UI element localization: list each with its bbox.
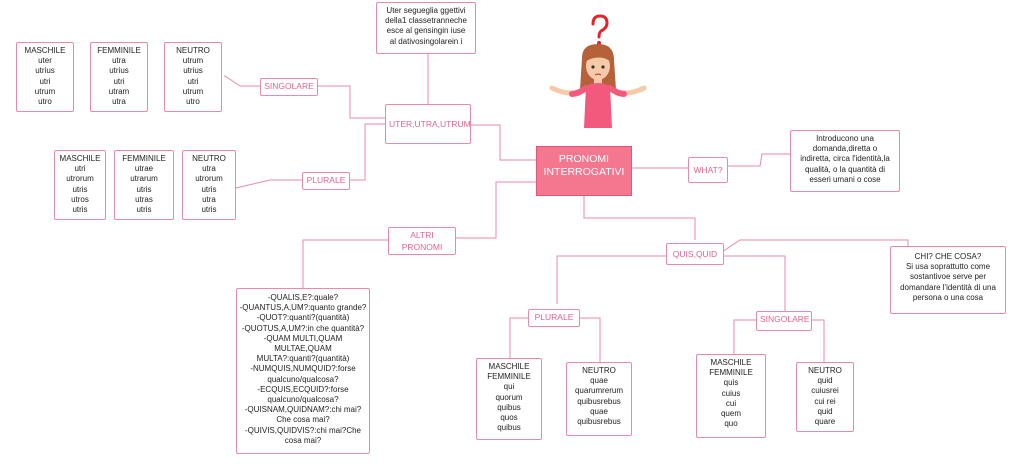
central-title-line-2: INTERROGATIVI [543, 166, 625, 178]
label-singolare-uter[interactable]: SINGOLARE [260, 78, 318, 96]
label-what[interactable]: WHAT? [688, 157, 728, 183]
altri-pronomi-list[interactable]: -QUALIS,E?:quale?-QUANTUS,A,UM?:quanto g… [236, 288, 370, 454]
label-plurale-uter[interactable]: PLURALE [302, 172, 350, 190]
central-topic[interactable]: PRONOMI INTERROGATIVI [536, 146, 632, 196]
label-altri-pronomi[interactable]: ALTRI PRONOMI [388, 227, 456, 255]
uter-note[interactable]: Uter segueglia ggettivi della1 classetra… [376, 2, 476, 54]
central-title-line-1: PRONOMI [558, 153, 610, 165]
label-quis-quid[interactable]: QUIS,QUID [666, 243, 724, 265]
label-uter-utra-utrum[interactable]: UTER,UTRA,UTRUM [385, 104, 471, 144]
question-mark-icon [591, 14, 609, 45]
label-plurale-quis[interactable]: PLURALE [528, 309, 580, 327]
label-singolare-quis[interactable]: SINGOLARE [756, 311, 812, 331]
confused-girl-illustration [549, 14, 647, 128]
